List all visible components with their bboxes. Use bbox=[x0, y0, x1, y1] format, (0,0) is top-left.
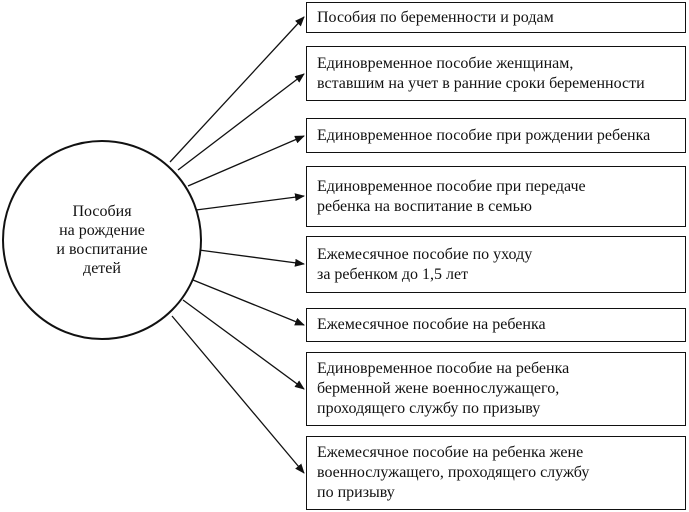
center-node-circle: Пособия на рождение и воспитание детей bbox=[2, 140, 202, 340]
benefit-box-maternity: Пособия по беременности и родам bbox=[306, 2, 686, 33]
arrow-to-box-3 bbox=[187, 135, 305, 187]
arrow-to-box-6 bbox=[192, 279, 305, 326]
benefit-label: Единовременное пособие на ребенка бермен… bbox=[317, 360, 570, 417]
benefit-label: Ежемесячное пособие на ребенка жене воен… bbox=[317, 444, 590, 501]
benefit-box-conscript-wife-lump-sum: Единовременное пособие на ребенка бермен… bbox=[306, 352, 686, 426]
arrow-to-box-4 bbox=[195, 193, 305, 211]
benefit-box-conscript-child-monthly: Ежемесячное пособие на ребенка жене воен… bbox=[306, 436, 686, 510]
center-node-label: Пособия на рождение и воспитание детей bbox=[56, 203, 148, 277]
benefit-label: Пособия по беременности и родам bbox=[317, 8, 554, 26]
benefit-label: Ежемесячное пособие на ребенка bbox=[317, 316, 546, 333]
benefit-box-childcare-monthly: Ежемесячное пособие по уходу за ребенком… bbox=[306, 236, 686, 293]
benefit-label: Единовременное пособие при рождении ребе… bbox=[317, 126, 651, 144]
benefit-box-adoption-lump-sum: Единовременное пособие при передаче ребе… bbox=[306, 166, 686, 227]
arrow-to-box-1 bbox=[169, 16, 305, 163]
arrow-to-box-7 bbox=[182, 299, 305, 390]
arrow-to-box-8 bbox=[171, 315, 305, 474]
arrow-to-box-2 bbox=[177, 73, 305, 171]
benefit-label: Единовременное пособие при передаче ребе… bbox=[317, 177, 586, 215]
benefit-box-child-monthly: Ежемесячное пособие на ребенка bbox=[306, 308, 686, 342]
benefit-box-birth-lump-sum: Единовременное пособие при рождении ребе… bbox=[306, 118, 686, 153]
arrow-to-box-5 bbox=[198, 249, 305, 267]
benefit-box-early-registration: Единовременное пособие женщинам, вставши… bbox=[306, 46, 686, 101]
benefit-label: Единовременное пособие женщинам, вставши… bbox=[317, 54, 645, 92]
benefit-label: Ежемесячное пособие по уходу за ребенком… bbox=[317, 245, 533, 283]
